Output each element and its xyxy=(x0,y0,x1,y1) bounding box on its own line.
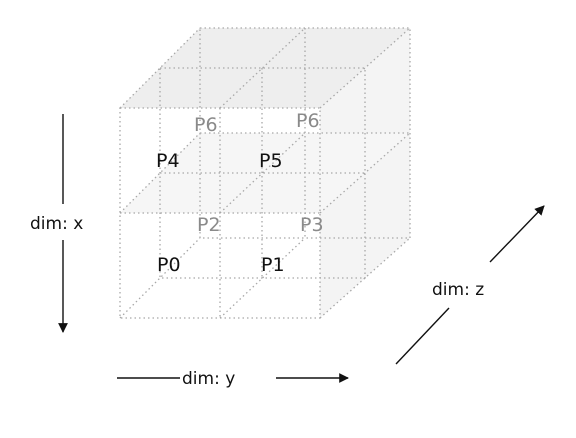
depth-edge-top-mid xyxy=(219,27,306,109)
depth-edge-bottom-right xyxy=(319,237,411,319)
cell-label-p1: P1 xyxy=(261,254,285,276)
cell-label-p6-left: P6 xyxy=(194,114,218,136)
z-axis-arrow xyxy=(489,205,545,263)
cube-edges xyxy=(119,27,411,319)
cell-label-p6-right: P6 xyxy=(296,110,320,132)
cell-label-p4: P4 xyxy=(156,150,180,172)
cell-label-p2: P2 xyxy=(197,214,221,236)
depth-edge-top-right xyxy=(319,27,411,109)
cell-label-p0: P0 xyxy=(157,254,181,276)
cell-label-p5: P5 xyxy=(259,150,283,172)
z-axis-label: dim: z xyxy=(432,280,484,300)
cube-faces xyxy=(120,28,410,318)
depth-edge-bottom-mid xyxy=(219,237,306,319)
z-axis-line-lower xyxy=(395,307,450,365)
x-axis-label: dim: x xyxy=(30,214,83,234)
depth-edge-mid-center xyxy=(219,132,306,214)
depth-edge-bottom-left xyxy=(119,237,201,319)
depth-edge-mid-right xyxy=(319,132,411,214)
depth-edge-top-left xyxy=(119,27,201,109)
y-axis-label: dim: y xyxy=(182,369,235,389)
cell-label-p3: P3 xyxy=(300,214,324,236)
depth-edge-mid-left xyxy=(119,132,201,214)
